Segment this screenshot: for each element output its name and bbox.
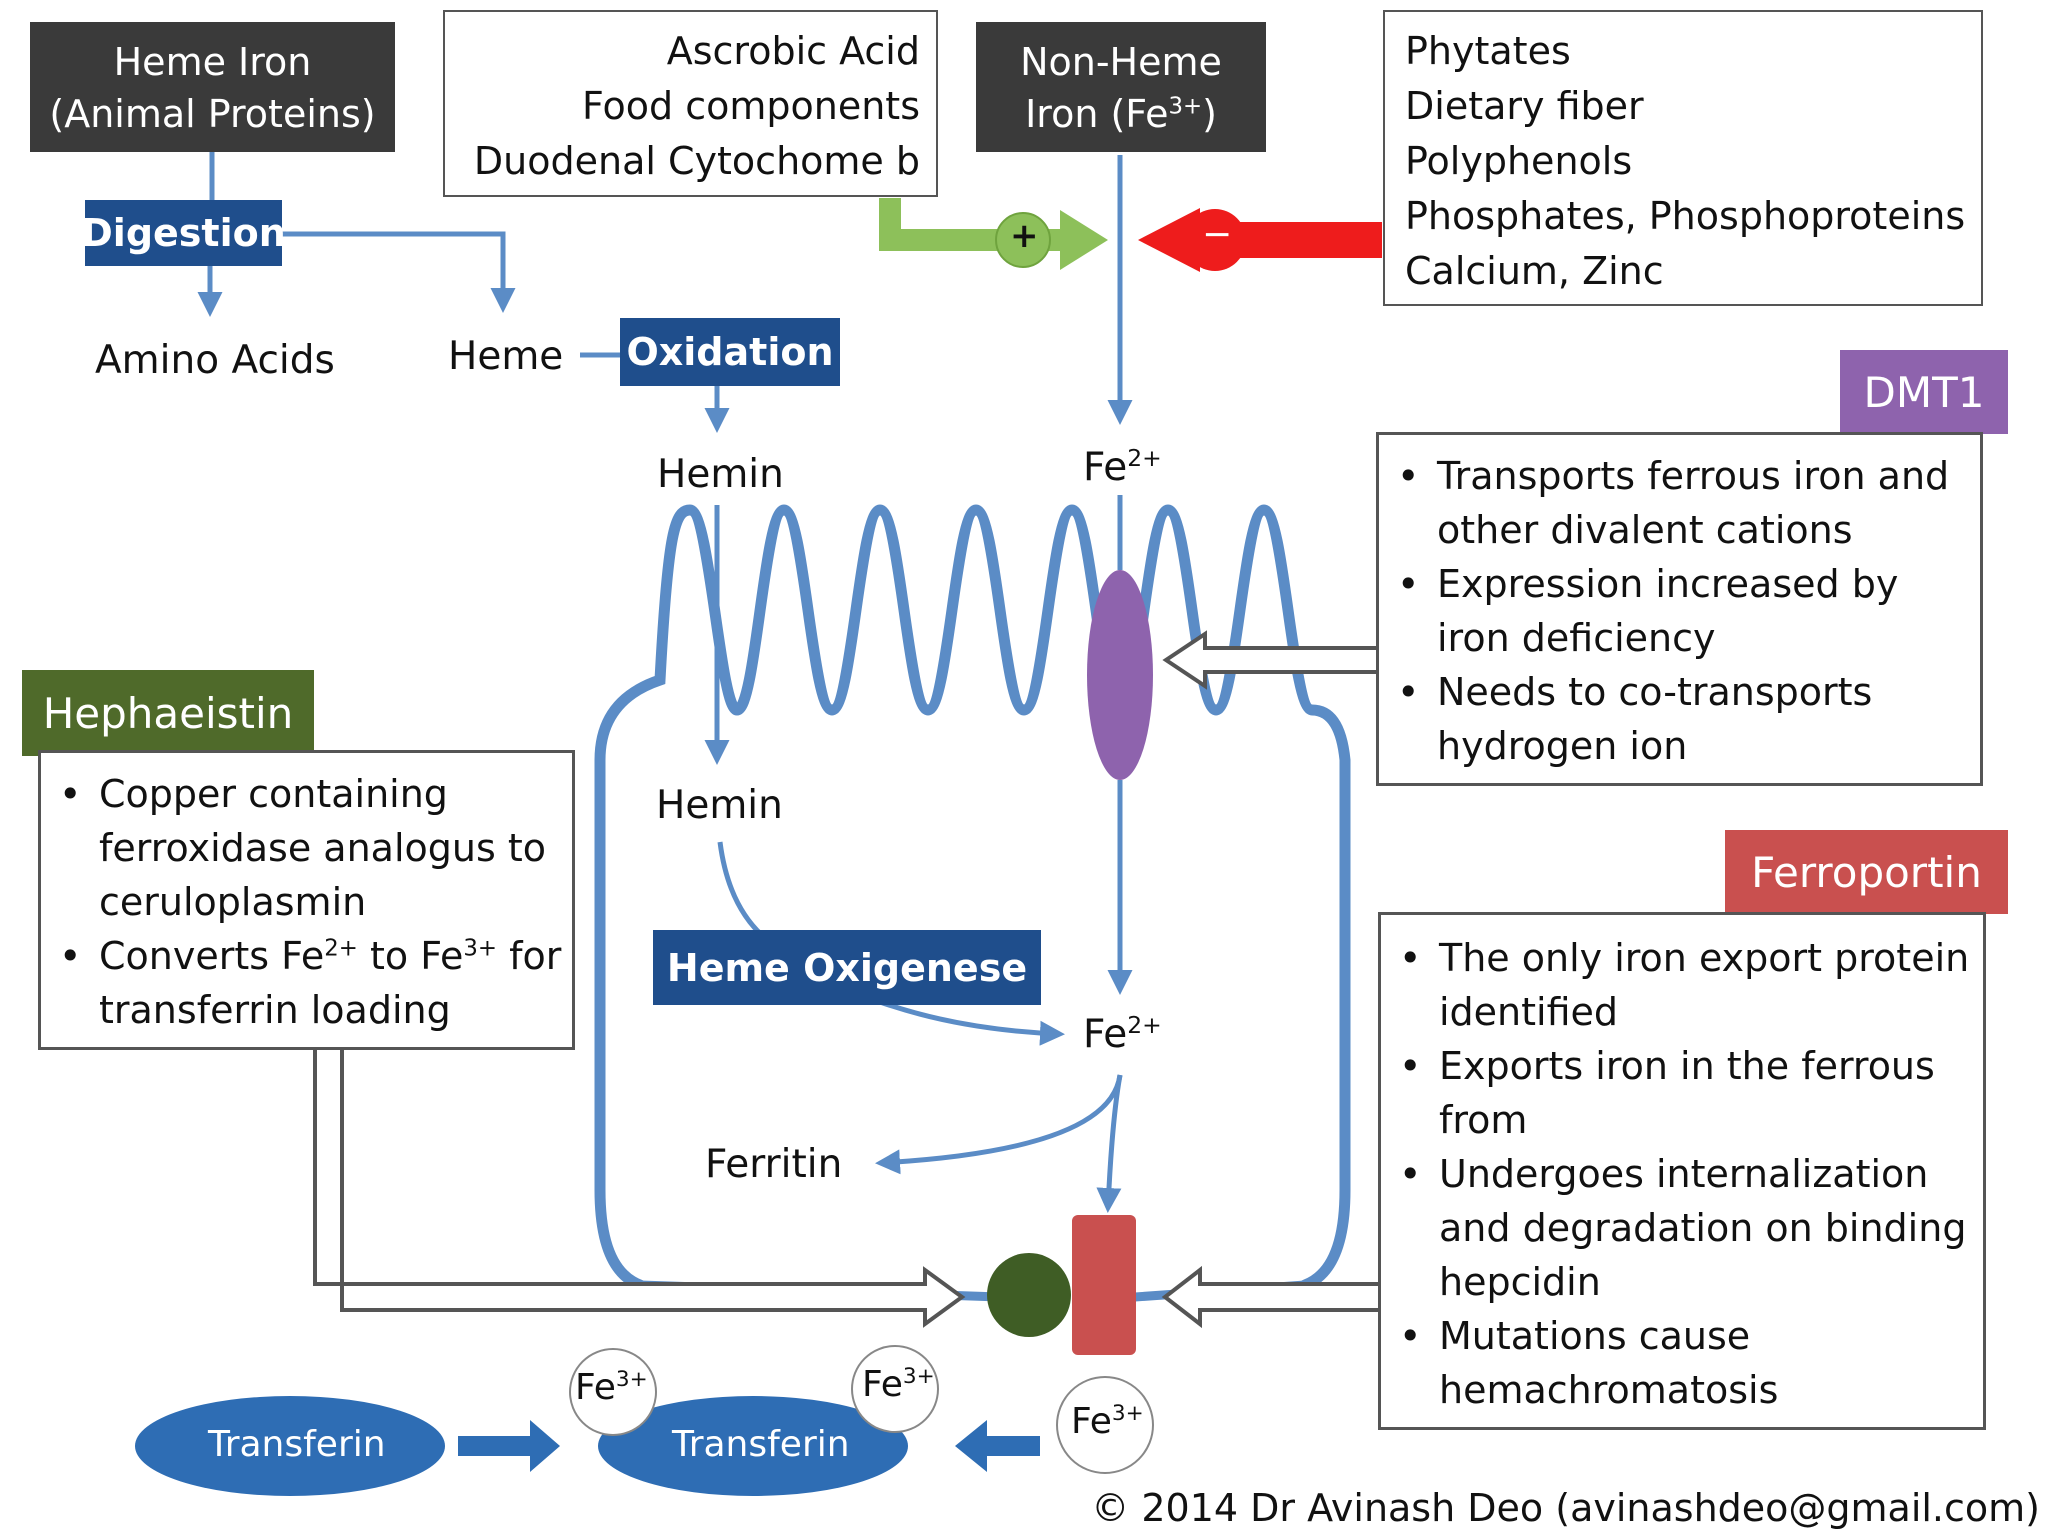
transferrin-apo-label: Transferin [208,1424,386,1465]
ferritin-label: Ferritin [705,1142,843,1187]
fe3-bound-label-a: Fe3+ [575,1367,648,1408]
transferrin-apo [135,1396,445,1496]
plus-circle [995,212,1051,268]
transferrin-loaded-label: Transferin [672,1424,850,1465]
transferrin-loaded [598,1396,908,1496]
digestion-to-heme-arrow [282,231,516,313]
fe3-bound-circle-b [851,1345,939,1433]
enhancer-arrowhead [1060,210,1108,270]
dmt1-title: DMT1 [1840,350,2008,434]
fe3-loading-arrow [955,1420,1040,1472]
fe3-bound-circle-a [569,1348,657,1436]
dmt1-pointer-arrow [1162,630,1378,690]
fe2-to-ferritin-arrow [875,1074,1123,1175]
enhancer-ascorbic-acid: Ascrobic Acid [666,29,920,73]
ferroportin-pointer-arrow [1161,1265,1378,1329]
fe3-free-circle [1056,1376,1154,1474]
enhancers-box: Ascrobic Acid Food components Duodenal C… [443,10,938,197]
minus-circle [1184,209,1246,271]
fe3-bound-label-b: Fe3+ [862,1364,935,1405]
inhibitor-item: Calcium, Zinc [1405,249,1664,293]
plus-sign: + [1010,216,1039,256]
inhibitors-box: Phytates Dietary fiber Polyphenols Phosp… [1383,10,1983,306]
inhibitor-item: Polyphenols [1405,139,1633,183]
inhibitor-item: Phytates [1405,29,1571,73]
fe2-to-ferroportin-arrow [1096,1074,1123,1213]
enhancer-food-components: Food components [582,84,920,128]
hephaestin-pointer-arrow [313,1048,966,1328]
heme-iron-title: Heme Iron [113,40,312,84]
inhibitor-arrowhead [1138,208,1200,272]
fe3-free-label: Fe3+ [1071,1401,1144,1442]
dmt1-transporter [1087,570,1153,780]
inhibitor-item: Dietary fiber [1405,84,1644,128]
non-heme-iron-box: Non-Heme Iron (Fe3+) [976,22,1266,152]
hephaestin-protein [987,1253,1071,1337]
enhancer-duodenal-cytochrome: Duodenal Cytochome b [473,139,920,183]
oxigenase-to-fe2-arrow [879,999,1065,1046]
inhibitor-item: Phosphates, Phosphoproteins [1405,194,1966,238]
digestion-label: Digestion [81,200,286,266]
fe2-top-label: Fe2+ [1083,444,1162,490]
transferrin-forward-arrow [458,1420,560,1472]
enterocyte-membrane [594,504,1351,1291]
fe2-inside-label: Fe2+ [1083,1011,1162,1057]
heme-label: Heme [448,334,564,379]
ferroportin-transporter [1072,1215,1136,1355]
oxidation-label: Oxidation [620,318,840,386]
hemin-inside-label: Hemin [656,783,783,828]
hephaestin-title: Hephaeistin [22,670,314,756]
heme-iron-subtitle: (Animal Proteins) [49,92,376,136]
heme-iron-box: Heme Iron (Animal Proteins) [30,22,395,152]
non-heme-subtitle: Iron (Fe3+) [1025,92,1217,136]
heme-oxigenese-label: Heme Oxigenese [653,930,1041,1005]
amino-acids-label: Amino Acids [95,338,335,383]
copyright-notice: © 2014 Dr Avinash Deo (avinashdeo@gmail.… [1091,1486,2040,1530]
non-heme-title: Non-Heme [1020,40,1222,84]
hemin-top-label: Hemin [657,452,784,497]
ferroportin-title: Ferroportin [1725,830,2008,914]
minus-sign: − [1202,214,1233,255]
